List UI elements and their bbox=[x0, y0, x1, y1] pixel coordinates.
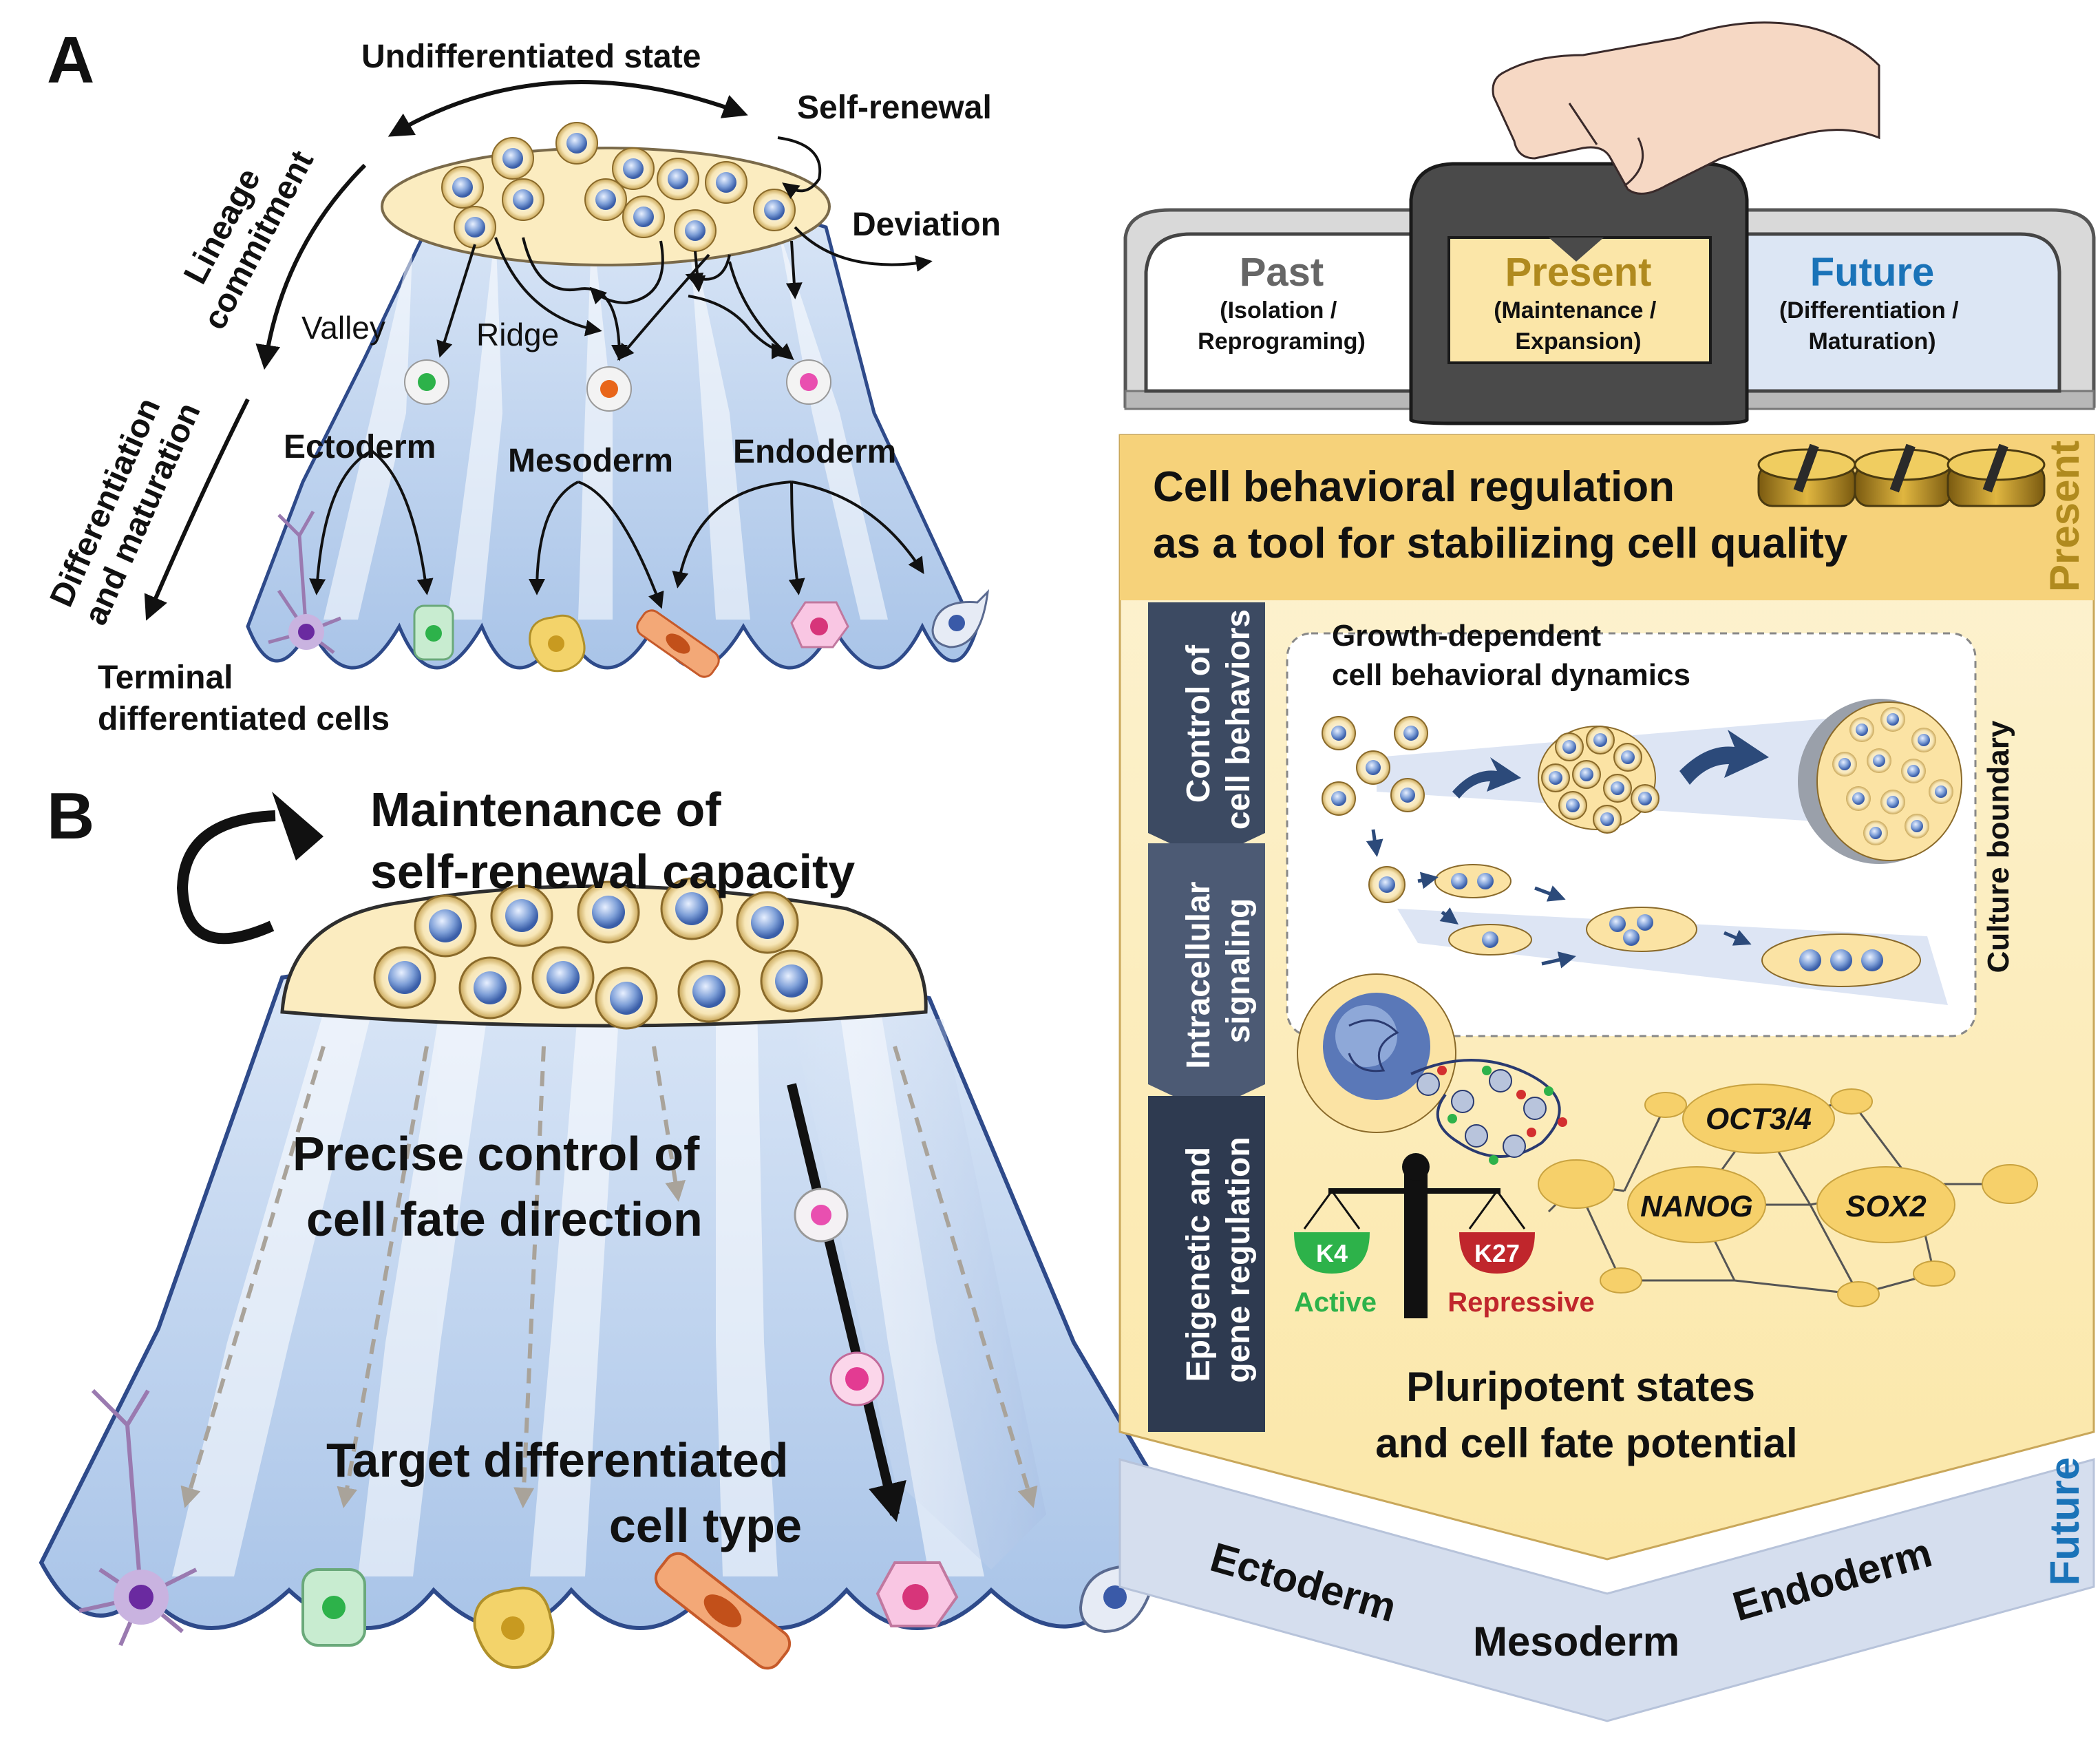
histone-balance bbox=[1294, 1153, 1535, 1318]
directed-fate-arrow bbox=[787, 1083, 906, 1522]
k4-label: K4 bbox=[1316, 1239, 1348, 1267]
present-title: Present bbox=[1505, 250, 1652, 295]
present-sub: (Maintenance / Expansion) bbox=[1494, 297, 1663, 355]
growth-label: Growth-dependent cell behavioral dynamic… bbox=[1332, 619, 1690, 692]
colony-arrow-2 bbox=[1679, 730, 1769, 785]
future-title: Future bbox=[1810, 250, 1934, 295]
maintenance-label: Maintenance of self-renewal capacity bbox=[370, 783, 855, 898]
tab-control bbox=[1148, 602, 1265, 861]
terminal-label: Terminal differentiated cells bbox=[98, 659, 390, 737]
valley-label: Valley bbox=[301, 310, 385, 346]
oct-label: OCT3/4 bbox=[1706, 1102, 1812, 1136]
panel-b-terminal-cells bbox=[78, 1389, 1162, 1670]
culture-boundary-label: Culture boundary bbox=[1982, 720, 2015, 973]
side-future-label: Future bbox=[2041, 1457, 2088, 1586]
tab-control-label: Control of cell behaviors bbox=[1180, 609, 1257, 830]
tab-epigenetic bbox=[1148, 1096, 1265, 1432]
self-renewal-cycle-head bbox=[272, 792, 324, 861]
panel-a-lineage-arrows bbox=[309, 226, 933, 609]
active-label: Active bbox=[1294, 1287, 1377, 1318]
tab-epigenetic-label: Epigenetic and gene regulation bbox=[1180, 1137, 1257, 1382]
undifferentiated-arrow bbox=[388, 80, 748, 137]
panel-a-stem-cells bbox=[441, 122, 796, 252]
repressive-label: Repressive bbox=[1447, 1287, 1594, 1318]
side-tabs bbox=[1148, 602, 1265, 1432]
lineage-commitment-arrow bbox=[255, 163, 367, 370]
macrophage-cell bbox=[529, 614, 586, 673]
colony-cells bbox=[1322, 716, 1428, 816]
past-sub: (Isolation / Reprograming) bbox=[1198, 297, 1366, 355]
present-notch bbox=[1549, 238, 1604, 262]
sox2-label: SOX2 bbox=[1845, 1190, 1927, 1223]
knob-icon bbox=[1854, 443, 1953, 507]
gene-network-nodes bbox=[1538, 1084, 2038, 1307]
panel-a: A bbox=[42, 23, 1001, 737]
mesoderm-label: Mesoderm bbox=[508, 443, 673, 479]
nanog-label: NANOG bbox=[1640, 1190, 1753, 1223]
panel-b-stem-cells bbox=[373, 877, 823, 1030]
k27-label: K27 bbox=[1474, 1239, 1520, 1267]
tab-intracellular bbox=[1148, 843, 1265, 1112]
panel-a-ribs bbox=[324, 220, 888, 620]
future-chevron bbox=[1118, 1458, 2095, 1722]
muscle-cell-b bbox=[654, 1552, 792, 1670]
nucleus bbox=[1297, 973, 1456, 1133]
neuron-cell-b bbox=[78, 1389, 198, 1647]
deviation-label: Deviation bbox=[852, 207, 1001, 243]
endoderm-label: Endoderm bbox=[733, 434, 896, 470]
migrating-cells bbox=[1368, 864, 1921, 987]
tab-intracellular-label: Intracellular signaling bbox=[1180, 872, 1257, 1068]
bottom-mesoderm: Mesoderm bbox=[1473, 1618, 1679, 1665]
panel-b-label: B bbox=[47, 779, 94, 853]
hepatocyte-cell bbox=[790, 601, 849, 648]
knob-icon bbox=[1757, 443, 1856, 507]
knob-icon bbox=[1947, 443, 2046, 507]
colony-arrow-1 bbox=[1452, 757, 1521, 799]
panel-a-terminal-cells bbox=[268, 510, 990, 678]
precise-control-label: Precise control of cell fate direction bbox=[293, 1127, 713, 1246]
panel-a-label: A bbox=[47, 23, 94, 97]
colony-cluster bbox=[1538, 726, 1659, 834]
k4-pan bbox=[1294, 1232, 1370, 1274]
future-slot bbox=[1736, 232, 2061, 393]
migration-arrow-down bbox=[1366, 829, 1383, 857]
self-renewal-arrow bbox=[777, 136, 822, 200]
beta-cell bbox=[931, 589, 990, 648]
pluripotent-label: Pluripotent states and cell fate potenti… bbox=[1375, 1364, 1797, 1466]
self-renewal-cycle-arrow bbox=[176, 810, 276, 944]
panel-a-committed-cells bbox=[404, 359, 831, 412]
future-sub: (Differentiation / Maturation) bbox=[1779, 297, 1965, 355]
colony-dome bbox=[1798, 699, 1962, 864]
panel-b-right-band bbox=[792, 1019, 1046, 1570]
macrophage-cell-b bbox=[473, 1586, 555, 1669]
self-renewal-label: Self-renewal bbox=[797, 89, 992, 126]
lineage-label: Lineage commitment bbox=[162, 127, 321, 335]
knobs bbox=[1757, 443, 2046, 507]
headline: Cell behavioral regulation as a tool for… bbox=[1153, 463, 1848, 567]
ridge-label: Ridge bbox=[476, 317, 559, 352]
ectoderm-label: Ectoderm bbox=[284, 429, 436, 465]
epithelial-cell-b bbox=[301, 1568, 366, 1647]
past-title: Past bbox=[1240, 250, 1324, 295]
muscle-cell bbox=[636, 609, 720, 678]
side-present-label: Present bbox=[2041, 441, 2088, 592]
undifferentiated-label: Undifferentiated state bbox=[361, 39, 701, 75]
epithelial-cell bbox=[413, 604, 454, 661]
k27-pan bbox=[1459, 1232, 1535, 1274]
hand-finger-lines bbox=[1568, 103, 1644, 187]
panel-b: B bbox=[39, 779, 1204, 1670]
target-cell-label: Target differentiated cell type bbox=[326, 1433, 802, 1552]
hepatocyte-cell-b bbox=[876, 1561, 959, 1627]
chromatin-strand bbox=[1410, 1059, 1567, 1165]
differentiation-label: Differentiation and maturation bbox=[42, 382, 208, 631]
panel-b-dashed-arrows bbox=[180, 1046, 1038, 1508]
hand-illustration bbox=[1492, 21, 1880, 195]
panel-b-transit-cells bbox=[794, 1188, 884, 1406]
neuron-cell bbox=[268, 510, 341, 654]
differentiation-arrow bbox=[144, 398, 250, 621]
migration-arrows bbox=[1417, 872, 1752, 969]
right-panel: Past (Isolation / Reprograming) Present … bbox=[1118, 21, 2096, 1722]
past-slot bbox=[1144, 232, 1434, 393]
